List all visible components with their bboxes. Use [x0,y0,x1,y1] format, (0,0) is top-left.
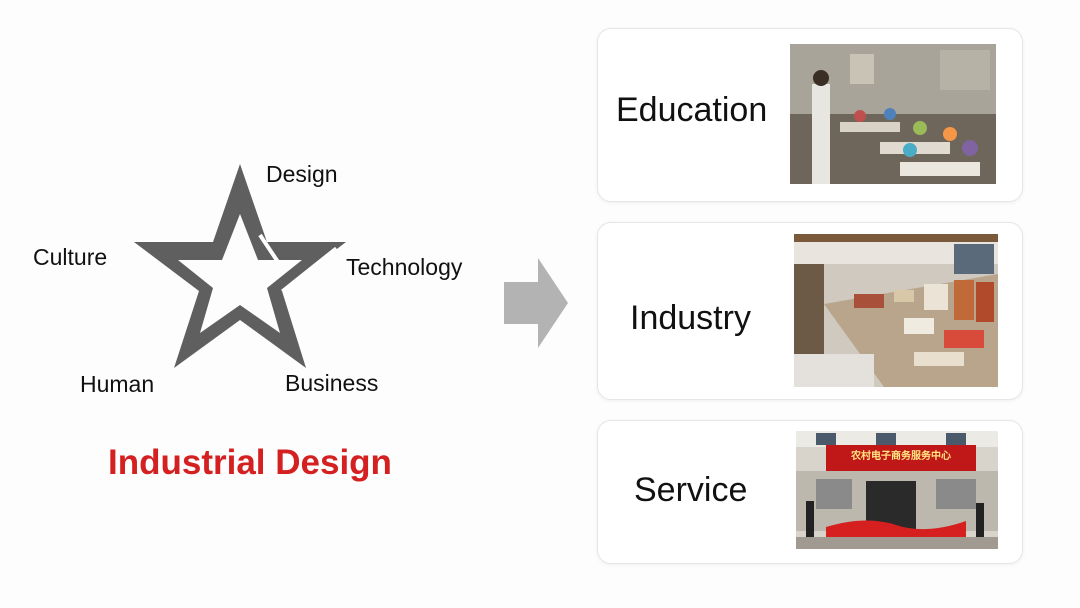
star-icon [134,164,346,368]
service-center-photo: 农村电子商务服务中心 [796,431,998,549]
card-education: Education [597,28,1023,202]
label-business: Business [285,370,379,396]
card-label-industry: Industry [630,299,751,337]
card-label-education: Education [616,91,768,129]
industrial-design-title: Industrial Design [108,443,392,482]
label-design: Design [266,161,338,187]
label-human: Human [80,371,155,397]
star-outline-shape [134,164,346,368]
card-service: Service 农村电子商务服务中心 [597,420,1023,564]
card-industry: Industry [597,222,1023,400]
product-display-photo [794,234,998,387]
right-arrow-icon [504,258,568,348]
label-culture: Culture [33,244,108,270]
label-technology: Technology [346,254,463,280]
classroom-photo [790,44,996,184]
card-label-service: Service [634,471,748,509]
service-center-sign-text: 农村电子商务服务中心 [851,451,951,462]
